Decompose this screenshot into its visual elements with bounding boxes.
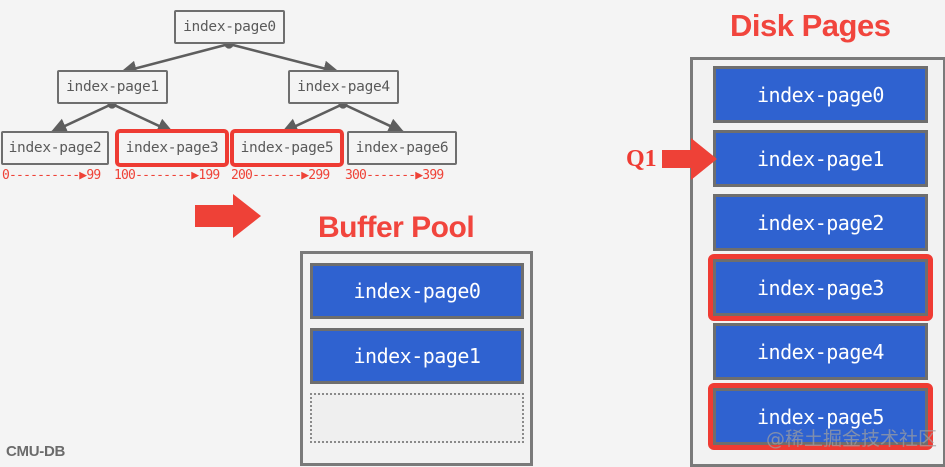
buffer-pool-slot-0[interactable]: index-page0 — [310, 263, 524, 319]
disk-pages-title: Disk Pages — [730, 8, 891, 43]
disk-page-0[interactable]: index-page0 — [713, 66, 928, 123]
tree-to-buffer-arrow-icon — [195, 194, 261, 238]
leaf-range-label-2: 200-------▶299 — [231, 168, 330, 183]
buffer-pool-slot-2-empty[interactable] — [310, 393, 524, 443]
tree-node-leaf-3[interactable]: index-page6 — [347, 131, 457, 165]
disk-page-5[interactable]: index-page5 — [713, 388, 928, 445]
disk-page-1[interactable]: index-page1 — [713, 130, 928, 187]
leaf-range-label-3: 300-------▶399 — [345, 168, 444, 183]
disk-page-3[interactable]: index-page3 — [713, 259, 928, 316]
disk-page-4[interactable]: index-page4 — [713, 323, 928, 380]
tree-node-leaf-0[interactable]: index-page2 — [1, 131, 109, 165]
tree-node-internal-0[interactable]: index-page1 — [57, 70, 168, 104]
cmu-db-watermark: CMU-DB — [6, 443, 66, 460]
leaf-range-label-0: 0----------▶99 — [2, 168, 101, 183]
q1-arrow-icon — [662, 138, 717, 180]
disk-page-3-highlight — [708, 254, 933, 321]
disk-page-2[interactable]: index-page2 — [713, 194, 928, 251]
query-q1-label: Q1 — [626, 146, 657, 172]
leaf-range-label-1: 100--------▶199 — [114, 168, 220, 183]
disk-page-5-highlight — [708, 383, 933, 450]
buffer-pool-slot-1[interactable]: index-page1 — [310, 328, 524, 384]
tree-node-internal-1[interactable]: index-page4 — [288, 70, 399, 104]
tree-node-root[interactable]: index-page0 — [174, 10, 285, 44]
tree-node-leaf-2[interactable]: index-page5 — [230, 129, 344, 167]
juejin-watermark: @稀土掘金技术社区 — [766, 428, 938, 450]
buffer-pool-title: Buffer Pool — [318, 211, 475, 244]
tree-node-leaf-1[interactable]: index-page3 — [115, 129, 229, 167]
